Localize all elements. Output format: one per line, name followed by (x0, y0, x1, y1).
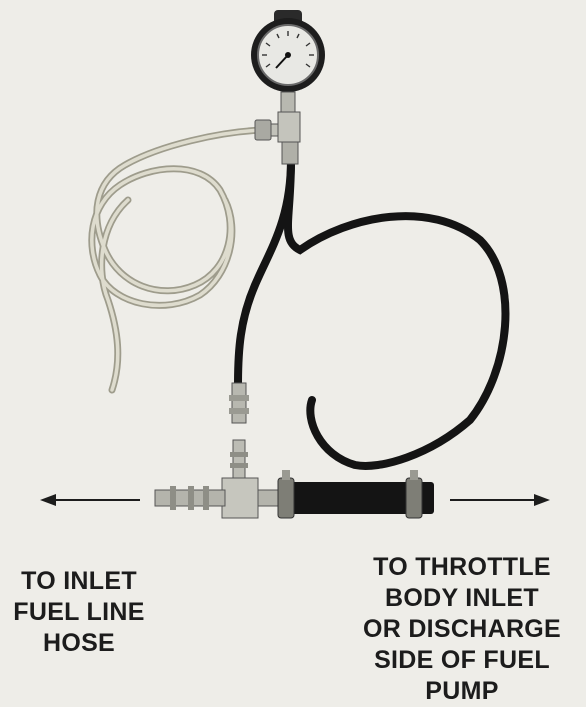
black-pressure-hose (238, 160, 505, 466)
quick-connect-coupler (229, 383, 249, 423)
throttle-body-label-line: BODY INLET (336, 583, 586, 614)
inlet-hose-label-line: HOSE (0, 628, 158, 659)
throttle-body-label-line: SIDE OF FUEL (336, 645, 586, 676)
throttle-body-label-line: TO THROTTLE (336, 552, 586, 583)
left-arrow (40, 494, 140, 506)
inlet-hose-label-line: TO INLET (0, 566, 158, 597)
inlet-hose-label-line: FUEL LINE (0, 597, 158, 628)
throttle-body-label-line: PUMP (336, 676, 586, 707)
throttle-body-label: TO THROTTLE BODY INLET OR DISCHARGE SIDE… (336, 552, 586, 707)
right-arrow (450, 494, 550, 506)
throttle-body-label-line: OR DISCHARGE (336, 614, 586, 645)
tee-fitting (155, 440, 284, 518)
pressure-gauge (251, 10, 325, 112)
upper-tee-fitting (278, 112, 300, 164)
inlet-hose-label: TO INLET FUEL LINE HOSE (0, 566, 158, 659)
